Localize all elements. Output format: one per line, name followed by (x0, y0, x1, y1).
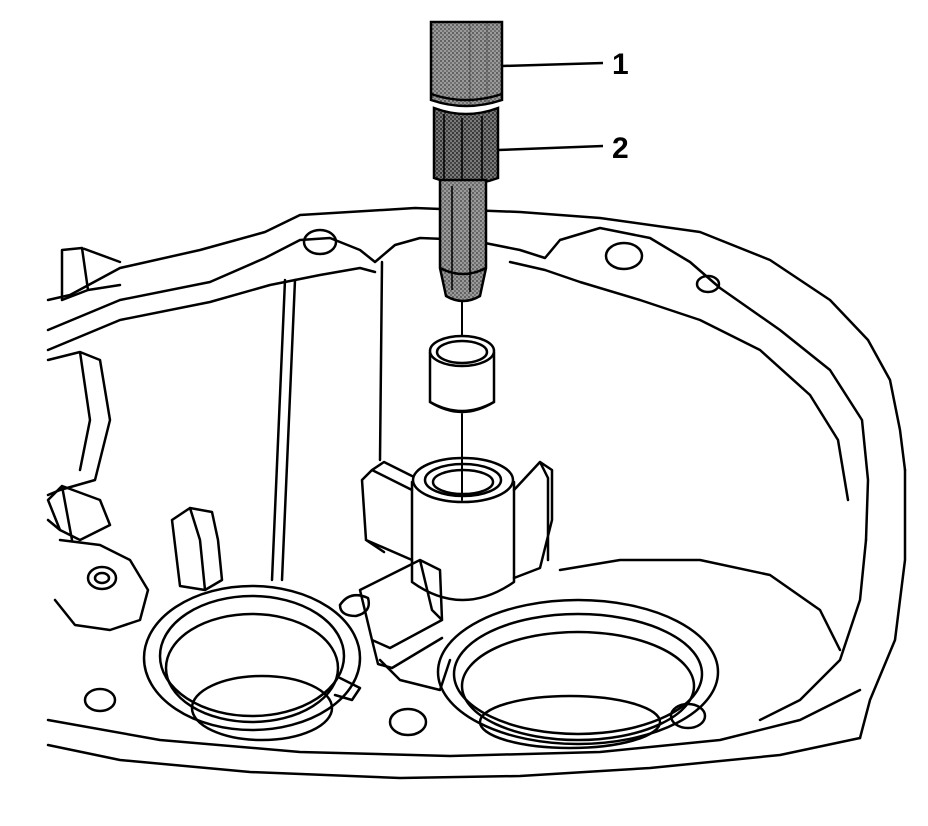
center-boss-rib-front (358, 558, 444, 670)
leader-line-1 (501, 61, 604, 68)
bolt-hole-front-left-inner (93, 571, 111, 585)
bushing-driver (432, 106, 500, 303)
center-boss-rib-right (512, 460, 554, 580)
housing-bottom-edge (46, 736, 862, 780)
bolt-hole-bottom-left (83, 687, 117, 713)
right-bore-rim (452, 612, 704, 736)
left-rib-mid (46, 350, 112, 497)
center-boss-rib-left (360, 460, 414, 562)
left-bore-inner (164, 612, 340, 724)
center-bridge (338, 593, 452, 692)
bushing (428, 334, 496, 414)
center-wall-line (378, 260, 384, 462)
housing-top-flange (46, 226, 870, 542)
left-bore-rim (158, 594, 346, 718)
left-bore-bearing (190, 674, 334, 742)
bolt-hole-far-right (695, 274, 721, 294)
left-pedestal (170, 506, 224, 592)
left-wall-line (270, 278, 297, 582)
right-bore-outer (436, 598, 720, 746)
left-bore-outer (142, 584, 362, 732)
right-bore-inner (460, 630, 696, 742)
housing-inner-floor-curve (558, 558, 842, 652)
left-bolt-boss (53, 538, 150, 632)
callout-label-1: 1 (612, 48, 629, 81)
housing-inner-rim (46, 260, 850, 502)
left-rib-lower (46, 484, 112, 542)
left-rib-upper (60, 246, 122, 302)
bolt-hole-left (302, 228, 338, 256)
callout-label-2: 2 (612, 132, 629, 165)
right-bore-bearing (478, 694, 662, 750)
housing-right-wall (758, 468, 907, 740)
installer-handle (429, 20, 504, 108)
center-boss-body (410, 480, 516, 602)
bolt-hole-right (604, 241, 644, 271)
left-bore-notch (333, 676, 362, 702)
leader-line-2 (497, 144, 604, 152)
bolt-hole-bottom-mid (388, 707, 428, 737)
bolt-hole-front-left (86, 565, 118, 591)
housing-outer-edge (46, 206, 907, 472)
housing-bottom-flange (46, 688, 862, 758)
